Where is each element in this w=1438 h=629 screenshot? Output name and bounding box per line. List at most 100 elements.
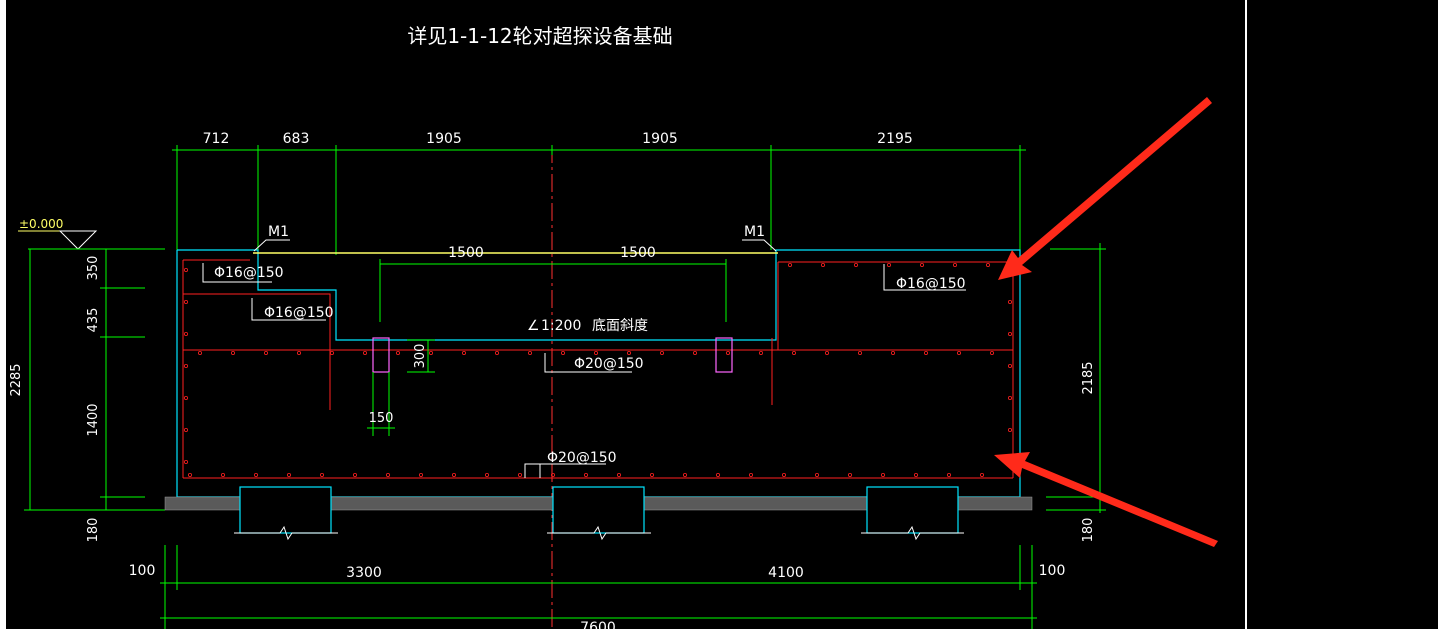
viewport-right-border — [1245, 0, 1247, 629]
left-dim-1400: 1400 — [86, 403, 101, 436]
left-dim-180: 180 — [86, 518, 101, 543]
rebar-label-left-wall: Φ16@150 — [264, 305, 334, 321]
rebar-label-bottom: Φ20@150 — [547, 450, 617, 466]
rebar-dot — [821, 262, 826, 267]
left-dimension-chain — [24, 249, 165, 511]
elevation-marker — [18, 230, 165, 250]
rebar-dot — [1008, 299, 1013, 304]
left-dim-350: 350 — [86, 256, 101, 281]
bottom-dim-4100: 4100 — [768, 565, 804, 581]
rebar-dot — [484, 472, 489, 477]
bottom-dim-7600: 7600 — [580, 620, 616, 629]
rebar-dot — [815, 472, 820, 477]
rebar-dot — [183, 331, 188, 336]
m1-mark-left: M1 — [268, 224, 289, 240]
rebar-dot — [887, 262, 892, 267]
right-dimension-chain — [1046, 243, 1106, 513]
rebar-dot — [253, 472, 258, 477]
anchor-pockets — [372, 337, 733, 373]
rebar-dot — [561, 350, 566, 355]
rebar-dot — [451, 472, 456, 477]
annotation-arrow-upper — [998, 97, 1212, 280]
rebar-dot — [617, 472, 622, 477]
rebar-label-top-right: Φ16@150 — [896, 276, 966, 292]
rebar-dot — [914, 472, 919, 477]
rebar-dot — [1008, 427, 1013, 432]
top-dim-1905-a: 1905 — [426, 131, 462, 147]
annotation-arrow-lower — [994, 452, 1218, 547]
bottom-dim-100-left: 100 — [129, 563, 156, 579]
rebar-dot — [183, 299, 188, 304]
top-dim-712: 712 — [203, 131, 230, 147]
rebar-dot — [230, 350, 235, 355]
rebar-dot — [726, 350, 731, 355]
rebar-dot — [418, 472, 423, 477]
rebar-dot — [286, 472, 291, 477]
rebar-dot — [352, 472, 357, 477]
pile-caps — [239, 486, 959, 534]
rebar-dot — [1008, 395, 1013, 400]
pocket-dimension — [367, 339, 435, 436]
rebar-dot — [920, 262, 925, 267]
rebar-dot — [594, 350, 599, 355]
rebar-dot — [957, 350, 962, 355]
rebar-dot — [953, 262, 958, 267]
rebar-cage — [182, 259, 1014, 479]
rebar-dot — [683, 472, 688, 477]
rebar-dot — [183, 363, 188, 368]
top-dim-1905-b: 1905 — [642, 131, 678, 147]
drawing-title: 详见1-1-12轮对超探设备基础 — [407, 24, 672, 48]
rebar-dot — [660, 350, 665, 355]
rebar-dot — [759, 350, 764, 355]
rebar-dots — [183, 262, 1013, 477]
m1-leaders — [253, 239, 777, 252]
right-dim-180: 180 — [1081, 518, 1096, 543]
pocket-dim-300: 300 — [413, 344, 428, 369]
pocket-dim-150: 150 — [369, 411, 394, 426]
rebar-dot — [183, 395, 188, 400]
rebar-dot — [220, 472, 225, 477]
top-dimension-chain — [172, 145, 1026, 255]
rebar-dot — [263, 350, 268, 355]
rebar-dot — [197, 350, 202, 355]
rebar-dot — [858, 350, 863, 355]
bottom-dim-100-right: 100 — [1039, 563, 1066, 579]
m1-mark-right: M1 — [744, 224, 765, 240]
rebar-dot — [891, 350, 896, 355]
rebar-dot — [788, 262, 793, 267]
rebar-dot — [183, 459, 188, 464]
rebar-dot — [385, 472, 390, 477]
rebar-dot — [854, 262, 859, 267]
rebar-dot — [986, 262, 991, 267]
slope-note: 底面斜度 — [592, 318, 648, 334]
rebar-dot — [494, 350, 499, 355]
rebar-label-middle: Φ20@150 — [574, 356, 644, 372]
top-dim-2195: 2195 — [877, 131, 913, 147]
pile-break-lines — [234, 525, 964, 541]
rebar-dot — [187, 472, 192, 477]
viewport-left-border — [0, 0, 6, 629]
rebar-dot — [362, 350, 367, 355]
rebar-dot — [848, 472, 853, 477]
rebar-dot — [792, 350, 797, 355]
left-dim-435: 435 — [86, 308, 101, 333]
rebar-dot — [627, 350, 632, 355]
rebar-dot — [782, 472, 787, 477]
rebar-dot — [650, 472, 655, 477]
rebar-dot — [518, 472, 523, 477]
elevation-label: ±0.000 — [19, 217, 63, 231]
rebar-dot — [716, 472, 721, 477]
rebar-dot — [881, 472, 886, 477]
rebar-dot — [749, 472, 754, 477]
rebar-dot — [551, 472, 556, 477]
left-dim-2285: 2285 — [9, 363, 24, 396]
inner-dim-1500-a: 1500 — [448, 245, 484, 261]
slope-label: 1:200 — [541, 318, 581, 334]
inner-dim-1500-b: 1500 — [620, 245, 656, 261]
bottom-dim-3300: 3300 — [346, 565, 382, 581]
rebar-dot — [947, 472, 952, 477]
rebar-dot — [296, 350, 301, 355]
rebar-dot — [395, 350, 400, 355]
top-dim-683: 683 — [283, 131, 310, 147]
